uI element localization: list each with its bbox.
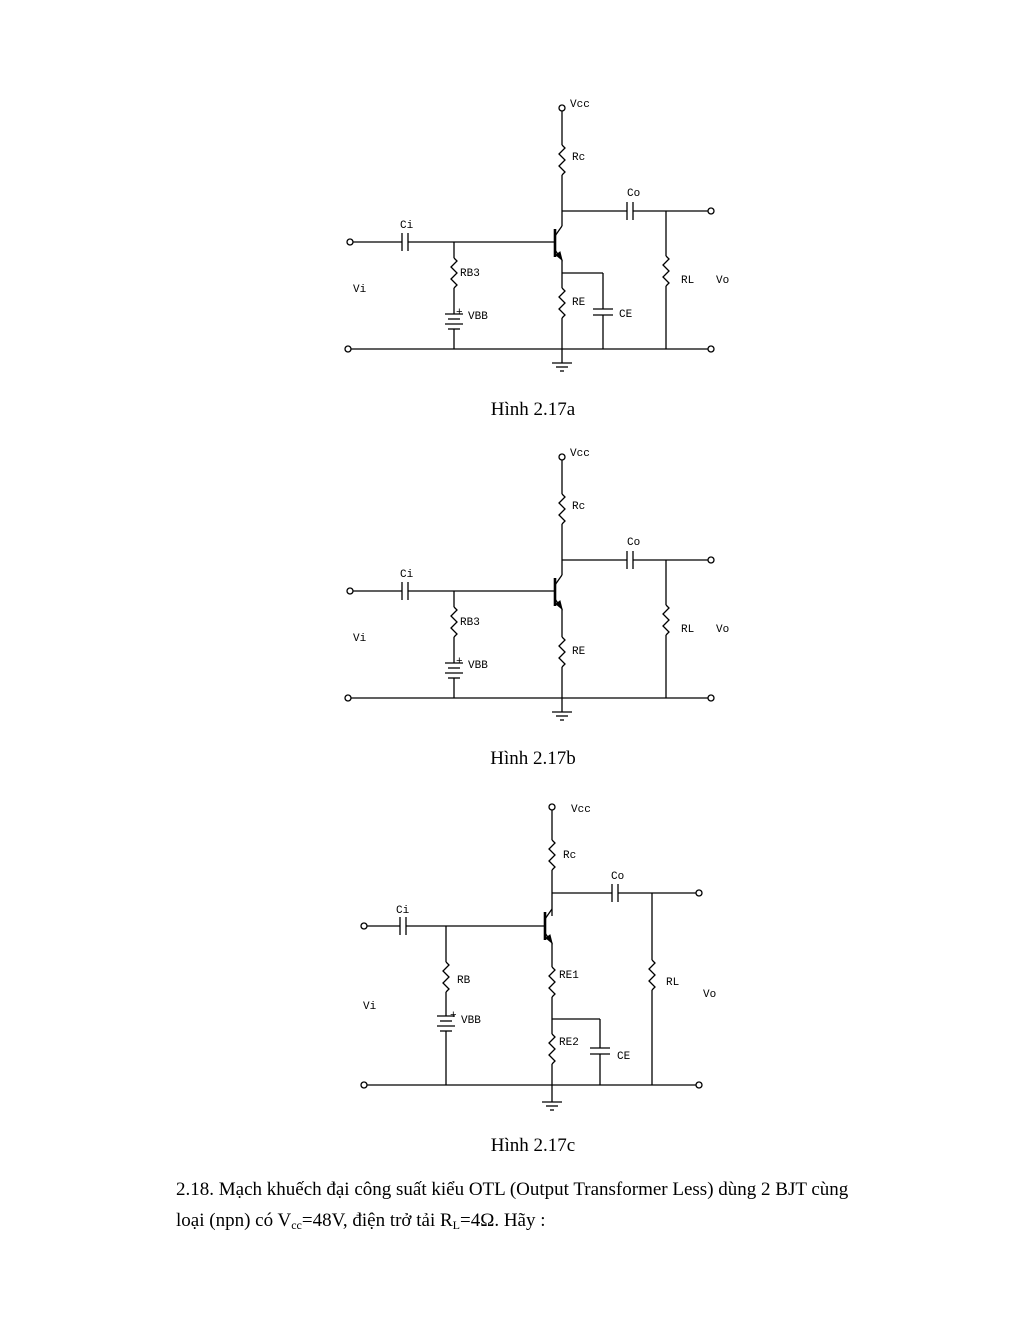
label-re: RE [572,297,586,309]
label-vi: Vi [353,284,367,296]
label-ce: CE [619,309,633,321]
problem-2-18: 2.18. Mạch khuếch đại công suất kiểu OTL… [176,1174,906,1236]
label-co: Co [627,188,640,200]
resistor-rc [558,493,566,525]
label-vo: Vo [716,624,729,636]
circuit-figure-2-17c: Vcc Rc Co Ci RB Vi RL Vo RE1 RE2 CE + VB… [360,803,716,1111]
figure-caption-b: Hình 2.17b [490,748,576,769]
label-vbb: VBB [461,1015,481,1027]
problem-text-b: =48V, điện trở tải R [301,1210,453,1231]
label-rl: RL [681,624,694,636]
resistor-rc [558,144,566,176]
problem-line-2: loại (npn) có Vcc=48V, điện trở tải RL=4… [176,1205,906,1236]
label-plus: + [456,656,463,668]
label-rc: Rc [572,152,585,164]
resistor-rb [450,257,458,289]
vo-terminal-top [695,889,703,897]
subscript-l: L [452,1218,460,1232]
label-rl: RL [681,275,694,287]
label-plus: + [456,307,463,319]
vi-terminal-bottom [344,694,352,702]
vcc-terminal [558,453,566,461]
resistor-re1 [548,966,556,998]
label-re: RE [572,646,586,658]
circuit-figure-2-17a: Vcc Rc Co Ci RB3 Vi RL Vo RE CE + VBB [344,99,729,372]
label-rb: RB3 [460,617,480,629]
resistor-rl [662,604,670,636]
label-plus: + [450,1010,457,1022]
resistor-rc [548,839,556,871]
vi-terminal-top [360,922,368,930]
resistor-re [558,636,566,668]
label-vo: Vo [703,989,716,1001]
label-ci: Ci [396,905,410,917]
vo-terminal-bottom [707,694,715,702]
resistor-re [558,287,566,319]
label-vbb: VBB [468,311,488,323]
vo-terminal-top [707,207,715,215]
figure-caption-a: Hình 2.17a [490,399,576,420]
label-ci: Ci [400,220,414,232]
label-rl: RL [666,977,679,989]
resistor-rl [662,255,670,287]
resistor-re2 [548,1033,556,1065]
label-vcc: Vcc [571,804,591,816]
resistor-rl [648,959,656,991]
label-vcc: Vcc [570,448,590,460]
label-ci: Ci [400,569,414,581]
vo-terminal-top [707,556,715,564]
resistor-rb [450,606,458,638]
vo-terminal-bottom [707,345,715,353]
resistor-rb [442,961,450,993]
label-co: Co [627,537,640,549]
vi-terminal-top [346,238,354,246]
label-vo: Vo [716,275,729,287]
label-rc: Rc [572,501,585,513]
label-re1: RE1 [559,970,579,982]
problem-text-a: loại (npn) có V [176,1210,292,1231]
vcc-terminal [548,803,556,811]
label-ce: CE [617,1051,631,1063]
subscript-cc: cc [291,1218,302,1232]
label-co: Co [611,871,624,883]
label-vi: Vi [353,633,367,645]
label-re2: RE2 [559,1037,579,1049]
label-rb: RB [457,975,471,987]
label-vcc: Vcc [570,99,590,111]
label-rb: RB3 [460,268,480,280]
vo-terminal-bottom [695,1081,703,1089]
label-vbb: VBB [468,660,488,672]
vi-terminal-top [346,587,354,595]
label-rc: Rc [563,850,576,862]
circuit-figure-2-17b: Vcc Rc Co Ci RB3 Vi RL Vo RE + VBB [344,448,729,721]
label-vi: Vi [363,1001,377,1013]
vcc-terminal [558,104,566,112]
figure-caption-c: Hình 2.17c [490,1135,576,1156]
problem-line-1: 2.18. Mạch khuếch đại công suất kiểu OTL… [176,1179,849,1200]
vi-terminal-bottom [360,1081,368,1089]
problem-text-c: =4Ω. Hãy : [460,1210,546,1231]
